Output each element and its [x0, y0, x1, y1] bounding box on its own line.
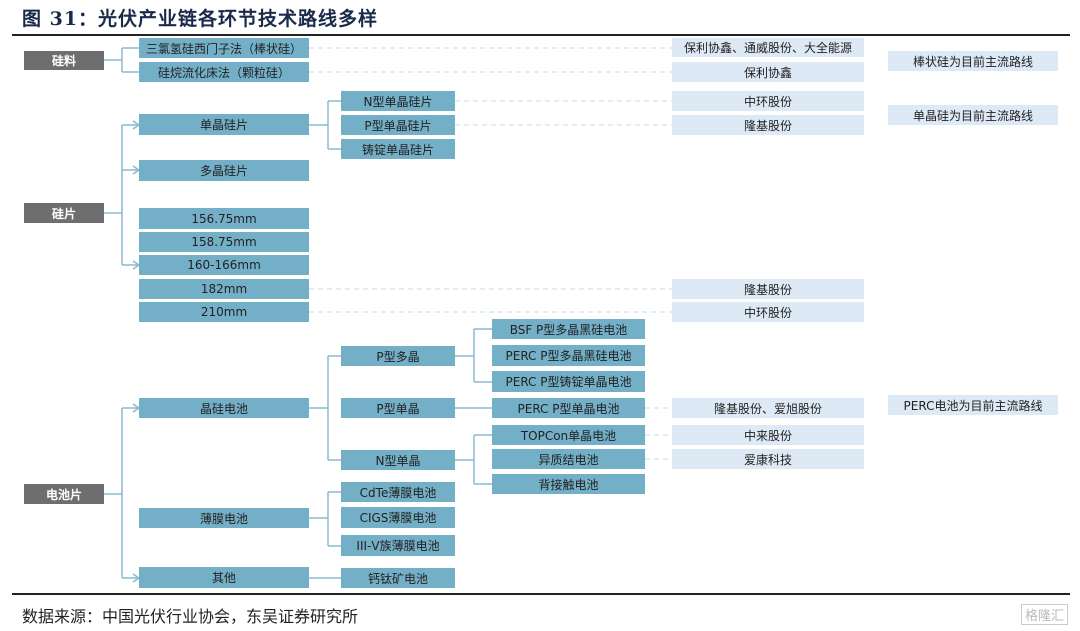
- company-box: 保利协鑫、通威股份、大全能源: [672, 38, 864, 57]
- company-box: 中环股份: [672, 302, 864, 322]
- cell-subtype-box: P型单晶: [341, 398, 455, 418]
- route-box: 硅烷流化床法（颗粒硅）: [139, 62, 309, 82]
- wafer-size-box: 210mm: [139, 302, 309, 322]
- cell-tech-box: PERC P型单晶电池: [492, 398, 645, 418]
- wafer-size-box: 182mm: [139, 279, 309, 299]
- cell-type-box: 其他: [139, 567, 309, 588]
- company-box: 隆基股份、爱旭股份: [672, 398, 864, 418]
- bottom-rule: [12, 593, 1070, 595]
- wafer-type-box: 单晶硅片: [139, 114, 309, 135]
- wafer-size-box: 160-166mm: [139, 255, 309, 275]
- category-silicon-material: 硅料: [24, 51, 104, 70]
- wafer-subtype-box: P型单晶硅片: [341, 115, 455, 135]
- note-box: PERC电池为目前主流路线: [888, 395, 1058, 415]
- note-box: 棒状硅为目前主流路线: [888, 51, 1058, 71]
- wafer-subtype-box: 铸锭单晶硅片: [341, 139, 455, 159]
- wafer-subtype-box: N型单晶硅片: [341, 91, 455, 111]
- watermark: 格隆汇: [1020, 604, 1068, 625]
- wafer-size-box: 158.75mm: [139, 232, 309, 252]
- wafer-type-box: 多晶硅片: [139, 160, 309, 181]
- cell-tech-box: BSF P型多晶黑硅电池: [492, 319, 645, 339]
- company-box: 中环股份: [672, 91, 864, 111]
- cell-tech-box: 异质结电池: [492, 449, 645, 469]
- cell-tech-box: PERC P型多晶黑硅电池: [492, 345, 645, 366]
- route-box: 三氯氢硅西门子法（棒状硅）: [139, 38, 309, 58]
- cell-tech-box: TOPCon单晶电池: [492, 425, 645, 445]
- company-box: 爱康科技: [672, 449, 864, 469]
- top-rule: [12, 34, 1070, 36]
- wafer-size-box: 156.75mm: [139, 208, 309, 229]
- other-cell-box: 钙钛矿电池: [341, 568, 455, 588]
- company-box: 隆基股份: [672, 279, 864, 299]
- company-box: 中来股份: [672, 425, 864, 445]
- category-wafer: 硅片: [24, 203, 104, 223]
- note-box: 单晶硅为目前主流路线: [888, 105, 1058, 125]
- category-cell: 电池片: [24, 484, 104, 504]
- thin-film-box: CIGS薄膜电池: [341, 507, 455, 528]
- thin-film-box: CdTe薄膜电池: [341, 482, 455, 502]
- cell-subtype-box: N型单晶: [341, 450, 455, 470]
- cell-type-box: 薄膜电池: [139, 508, 309, 528]
- company-box: 保利协鑫: [672, 62, 864, 82]
- cell-tech-box: 背接触电池: [492, 474, 645, 494]
- cell-tech-box: PERC P型铸锭单晶电池: [492, 371, 645, 392]
- source-note: 数据来源：中国光伏行业协会，东吴证券研究所: [22, 607, 359, 626]
- company-box: 隆基股份: [672, 115, 864, 135]
- thin-film-box: III-Ⅴ族薄膜电池: [341, 535, 455, 556]
- cell-type-box: 晶硅电池: [139, 398, 309, 418]
- cell-subtype-box: P型多晶: [341, 346, 455, 366]
- figure-title: 图 31：光伏产业链各环节技术路线多样: [22, 8, 379, 30]
